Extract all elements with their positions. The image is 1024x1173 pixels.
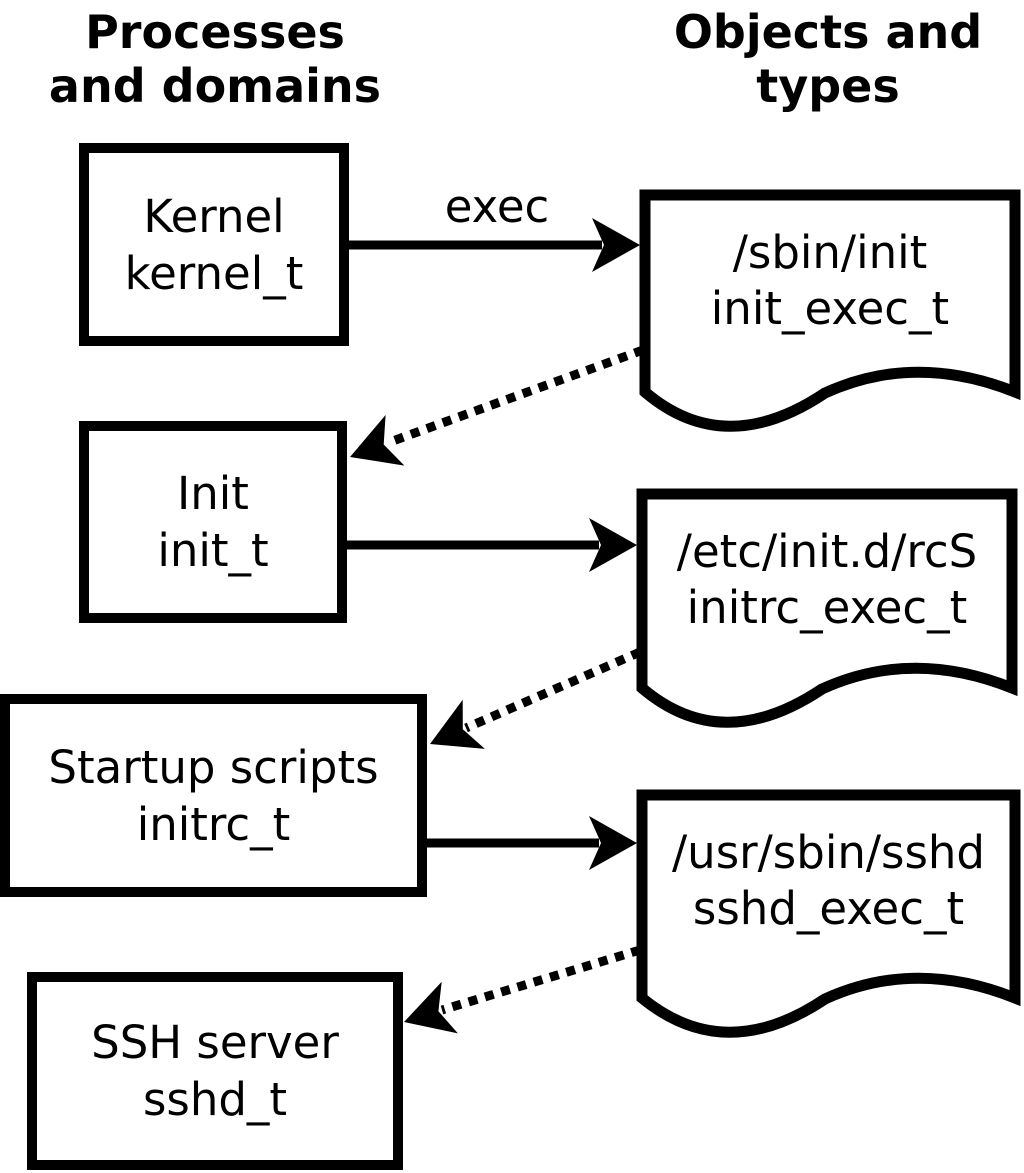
transition-arrow-sbin-init-to-init	[350, 345, 645, 466]
process-name: Startup scripts	[48, 740, 379, 794]
process-box-init: Init init_t	[79, 421, 347, 623]
process-box-startup-scripts: Startup scripts initrc_t	[0, 694, 427, 897]
object-type: initrc_exec_t	[686, 581, 968, 634]
object-doc-sbin-init: /sbin/init init_exec_t	[645, 195, 1015, 367]
exec-edge-label: exec	[444, 180, 550, 233]
object-path: /etc/init.d/rcS	[676, 525, 978, 578]
document-shape-etc-initd-rcs	[636, 488, 1018, 728]
exec-arrow-kernel-to-sbin-init	[349, 218, 640, 272]
column-title-processes-and-domains: Processes and domains	[48, 5, 382, 113]
process-box-ssh-server: SSH server sshd_t	[27, 972, 403, 1170]
object-doc-usr-sbin-sshd: /usr/sbin/sshd sshd_exec_t	[642, 795, 1015, 967]
document-shape-usr-sbin-sshd	[636, 789, 1021, 1038]
process-domain: kernel_t	[124, 246, 304, 300]
process-name: Init	[177, 467, 249, 520]
process-domain: initrc_t	[136, 797, 291, 851]
column-title-objects-and-types: Objects and types	[673, 5, 983, 113]
object-type: init_exec_t	[710, 282, 950, 335]
exec-arrow-init-to-etc-initd-rcs	[347, 518, 637, 572]
transition-arrow-etc-initd-rcs-to-startup-scripts	[430, 647, 642, 749]
process-name: Kernel	[143, 189, 285, 243]
process-domain: sshd_t	[142, 1073, 288, 1126]
process-domain: init_t	[157, 524, 269, 577]
exec-arrow-startup-scripts-to-usr-sbin-sshd	[427, 816, 637, 870]
object-path: /sbin/init	[732, 226, 928, 279]
object-type: sshd_exec_t	[692, 882, 965, 935]
process-name: SSH server	[91, 1016, 339, 1069]
object-path: /usr/sbin/sshd	[672, 826, 985, 879]
document-shape-sbin-init	[639, 189, 1021, 432]
process-box-kernel: Kernel kernel_t	[79, 143, 349, 346]
transition-arrow-usr-sbin-sshd-to-ssh-server	[404, 945, 642, 1034]
object-doc-etc-initd-rcs: /etc/init.d/rcS initrc_exec_t	[642, 494, 1012, 666]
